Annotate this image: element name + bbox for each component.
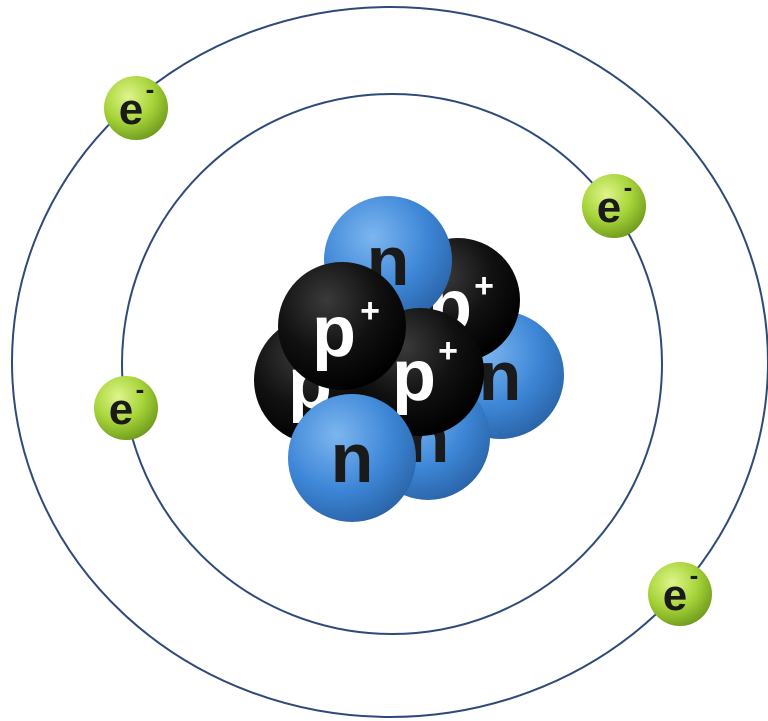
- svg-text:n: n: [331, 419, 374, 497]
- outer-orbit: [11, 6, 768, 718]
- inner-orbit: [121, 93, 663, 635]
- electron: e -: [648, 560, 712, 626]
- svg-text:-: -: [624, 172, 633, 202]
- neutron: n: [288, 394, 416, 522]
- svg-text:-: -: [136, 374, 145, 404]
- proton: p +: [278, 262, 406, 390]
- svg-text:e: e: [119, 85, 143, 134]
- svg-text:+: +: [474, 267, 494, 305]
- svg-text:e: e: [597, 183, 621, 232]
- svg-text:e: e: [663, 571, 687, 620]
- electron: e -: [582, 172, 646, 238]
- svg-text:e: e: [109, 385, 133, 434]
- electron: e -: [94, 374, 158, 440]
- svg-text:p: p: [312, 292, 356, 372]
- svg-text:+: +: [438, 332, 458, 370]
- nucleus: n p + n n p p + p + n: [254, 196, 564, 522]
- svg-text:-: -: [690, 560, 699, 590]
- electron: e -: [104, 74, 168, 140]
- svg-text:-: -: [146, 74, 155, 104]
- svg-text:+: +: [360, 292, 380, 330]
